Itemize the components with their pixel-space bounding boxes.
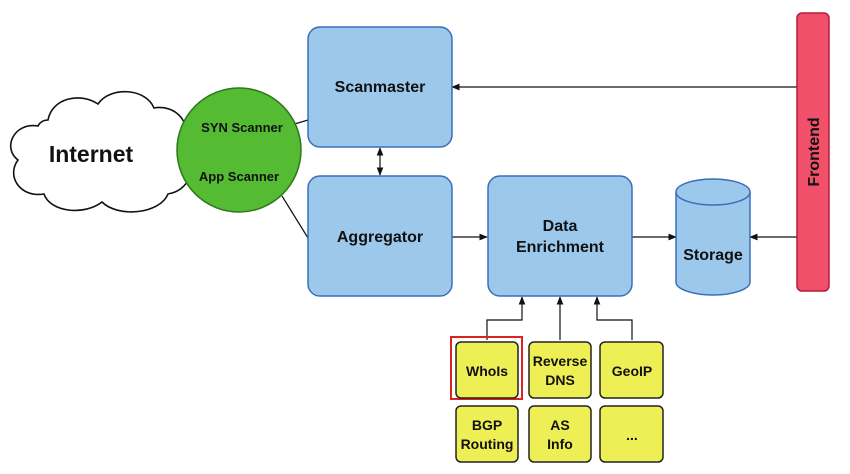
bgp-routing-box bbox=[455, 405, 519, 463]
storage-label: Storage bbox=[683, 247, 743, 264]
whois-enrichment-arrow bbox=[486, 296, 526, 340]
data-enrichment-node: Data Enrichment bbox=[487, 175, 633, 297]
geoip-box bbox=[599, 341, 664, 399]
scanmaster-box bbox=[307, 26, 453, 148]
storage-cylinder-top bbox=[675, 178, 751, 206]
as-info-label-line2: Info bbox=[547, 436, 573, 452]
as-info-source: AS Info bbox=[528, 405, 592, 463]
bgp-routing-source: BGP Routing bbox=[455, 405, 519, 463]
whois-source: WhoIs bbox=[450, 336, 523, 400]
data-enrichment-box bbox=[487, 175, 633, 297]
aggregator-box bbox=[307, 175, 453, 297]
app-scanner-label: App Scanner bbox=[199, 169, 279, 184]
scanner-aggregator-line bbox=[281, 195, 309, 239]
whois-highlight bbox=[450, 336, 523, 400]
data-enrichment-label-line1: Data bbox=[543, 218, 578, 235]
geoip-label: GeoIP bbox=[612, 363, 652, 379]
scanner-ellipse bbox=[176, 87, 302, 213]
more-sources: ... bbox=[599, 405, 664, 463]
scanmaster-node: Scanmaster bbox=[307, 26, 453, 148]
data-sources: WhoIs Reverse DNS GeoIP BGP Routing AS I… bbox=[450, 336, 664, 463]
frontend-label: Frontend bbox=[806, 117, 823, 186]
cloud-icon bbox=[9, 90, 194, 213]
bgp-routing-label-line1: BGP bbox=[472, 417, 502, 433]
reverse-dns-label-line1: Reverse bbox=[533, 353, 588, 369]
frontend-box bbox=[796, 12, 830, 292]
whois-box bbox=[455, 341, 519, 399]
more-sources-box bbox=[599, 405, 664, 463]
geoip-enrichment-arrow bbox=[593, 296, 633, 340]
aggregator-node: Aggregator bbox=[307, 175, 453, 297]
frontend-node: Frontend bbox=[796, 12, 830, 292]
geoip-source: GeoIP bbox=[599, 341, 664, 399]
more-sources-label: ... bbox=[626, 427, 638, 443]
scanmaster-label: Scanmaster bbox=[335, 79, 426, 96]
bgp-routing-label-line2: Routing bbox=[461, 436, 514, 452]
as-info-box bbox=[528, 405, 592, 463]
scanner-node: SYN Scanner App Scanner bbox=[176, 87, 302, 213]
internet-label: Internet bbox=[49, 141, 134, 167]
reverse-dns-box bbox=[528, 341, 592, 399]
internet-cloud: Internet bbox=[9, 90, 194, 213]
data-enrichment-label-line2: Enrichment bbox=[516, 239, 605, 256]
whois-label: WhoIs bbox=[466, 363, 508, 379]
storage-cylinder bbox=[675, 192, 751, 296]
as-info-label-line1: AS bbox=[550, 417, 569, 433]
reverse-dns-source: Reverse DNS bbox=[528, 341, 592, 399]
syn-scanner-label: SYN Scanner bbox=[201, 120, 283, 135]
reverse-dns-label-line2: DNS bbox=[545, 372, 575, 388]
aggregator-label: Aggregator bbox=[337, 229, 423, 246]
storage-node: Storage bbox=[675, 178, 751, 296]
